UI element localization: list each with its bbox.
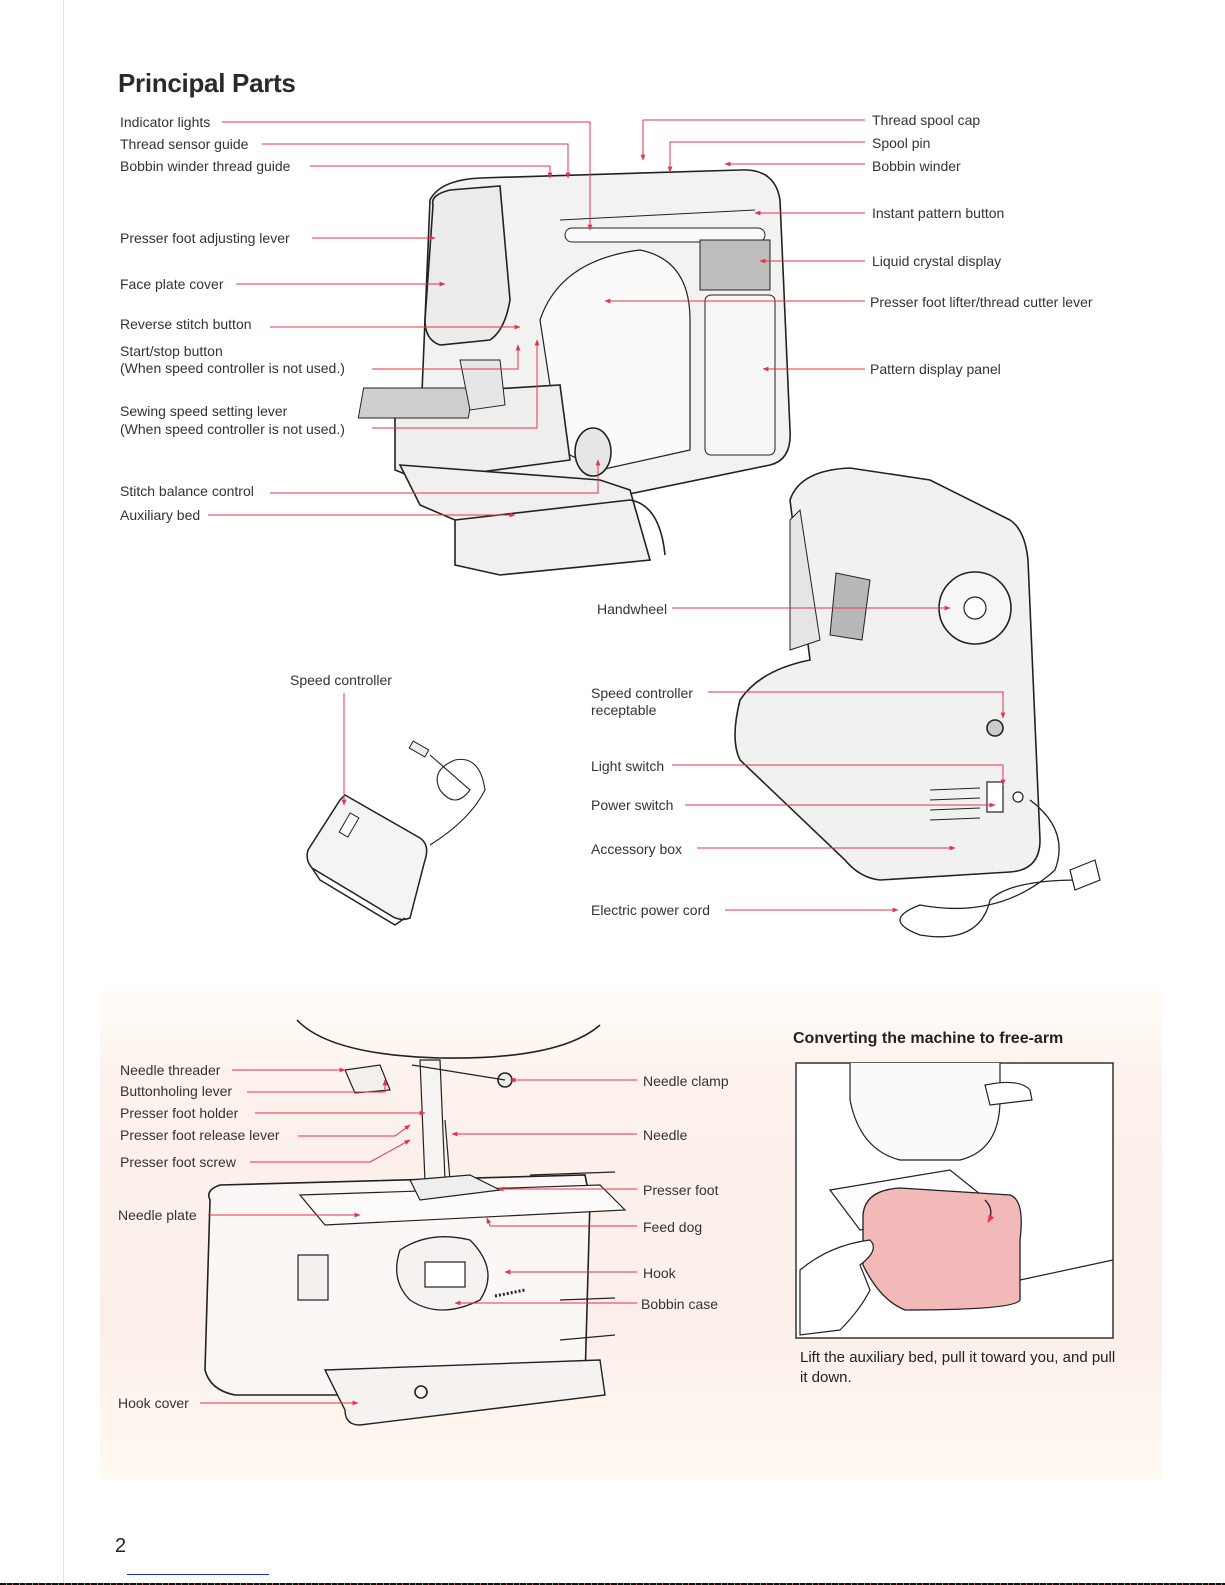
speed-controller-illustration [306,740,486,926]
label-reverse-stitch-button: Reverse stitch button [120,316,252,332]
bottom-rule [0,1583,1225,1585]
label-needle-clamp: Needle clamp [643,1073,729,1089]
label-speed-controller-receptable: Speed controller [591,685,693,701]
label-buttonholing-lever: Buttonholing lever [120,1083,233,1099]
label-power-switch: Power switch [591,797,674,813]
label-bobbin-winder-thread-guide: Bobbin winder thread guide [120,158,291,174]
leader-line-presser-foot-release-lever [298,1124,411,1137]
leader-line-speed-controller-receptable [708,691,1006,719]
leader-line-thread-sensor-guide [262,143,571,179]
label-feed-dog: Feed dog [643,1219,703,1235]
label-stitch-balance-control: Stitch balance control [120,483,254,499]
sewing-machine-front-illustration [357,169,791,576]
label-needle: Needle [643,1127,688,1143]
free-arm-heading: Converting the machine to free-arm [793,1030,1064,1047]
page-number: 2 [115,1535,127,1557]
leader-line-thread-spool-cap [640,119,865,161]
label-presser-foot: Presser foot [643,1182,719,1198]
label-sewing-speed-note: (When speed controller is not used.) [120,421,345,437]
label-pattern-display-panel: Pattern display panel [870,361,1001,377]
label-electric-power-cord: Electric power cord [591,902,711,918]
page-title: Principal Parts [118,68,296,98]
leader-line-feed-dog [486,1217,637,1227]
needle-area-illustration [204,1019,627,1426]
leader-line-spool-pin [667,141,865,173]
label-presser-foot-adjusting-lever: Presser foot adjusting lever [120,230,290,246]
label-thread-sensor-guide: Thread sensor guide [120,136,249,152]
label-needle-threader: Needle threader [120,1062,221,1078]
label-accessory-box: Accessory box [591,841,683,857]
page-edge [63,0,64,1585]
label-hook: Hook [643,1265,676,1281]
label-speed-controller: Speed controller [290,672,392,688]
label-start-stop-button: Start/stop button [120,343,223,359]
label-bobbin-winder: Bobbin winder [872,158,961,174]
leader-line-indicator-lights [222,121,593,231]
label-start-stop-note: (When speed controller is not used.) [120,360,345,376]
leader-line-stitch-balance-control [270,459,601,494]
label-presser-foot-release-lever: Presser foot release lever [120,1127,280,1143]
leader-line-presser-foot-screw [250,1139,411,1163]
label-handwheel: Handwheel [597,601,668,617]
label-sewing-speed-setting-lever: Sewing speed setting lever [120,403,288,419]
label-spool-pin: Spool pin [872,135,931,151]
leader-line-start-stop-button [372,344,521,370]
label-thread-spool-cap: Thread spool cap [872,112,981,128]
leader-line-sewing-speed-setting-lever [372,339,540,429]
label-hook-cover: Hook cover [118,1395,189,1411]
leader-line-light-switch [672,764,1006,786]
leader-line-buttonholing-lever [247,1079,388,1093]
free-arm-illustration [795,1062,1114,1339]
free-arm-caption: Lift the auxiliary bed, pull it toward y… [800,1349,1116,1386]
label-needle-plate: Needle plate [118,1207,197,1223]
label-face-plate-cover: Face plate cover [120,276,224,292]
sewing-machine-rear-illustration [734,467,1101,938]
label-speed-controller-receptable-note: receptable [591,702,657,718]
label-liquid-crystal-display: Liquid crystal display [872,253,1002,269]
label-indicator-lights: Indicator lights [120,114,211,130]
label-presser-foot-lifter: Presser foot lifter/thread cutter lever [870,294,1093,310]
leader-lines [200,119,1006,1406]
label-bobbin-case: Bobbin case [641,1296,719,1312]
label-presser-foot-screw: Presser foot screw [120,1154,236,1170]
footer-link-underline[interactable] [127,1574,269,1575]
leader-line-bobbin-winder-thread-guide [310,165,553,179]
label-presser-foot-holder: Presser foot holder [120,1105,239,1121]
label-light-switch: Light switch [591,758,665,774]
label-instant-pattern-button: Instant pattern button [872,205,1005,221]
label-auxiliary-bed: Auxiliary bed [120,507,201,523]
